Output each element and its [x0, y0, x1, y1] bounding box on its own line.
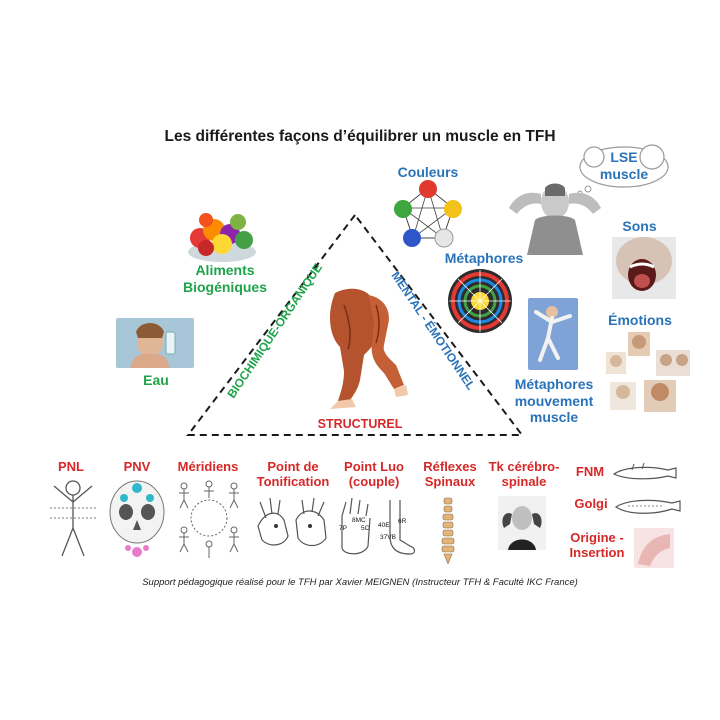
tk-line2: spinale	[501, 474, 547, 490]
emotion-faces-icon	[606, 332, 690, 412]
foot-point-6r: 6R	[398, 518, 407, 525]
origine-line2: Insertion	[569, 545, 625, 561]
fruit-bowl-icon	[188, 213, 256, 262]
lse-line2: muscle	[599, 165, 649, 182]
woman-head-hands-icon	[509, 183, 601, 255]
person-head-hands-icon	[498, 496, 546, 550]
reflexes-line1: Réflexes	[423, 459, 477, 474]
sons-label: Sons	[622, 218, 657, 234]
foot-point-5c: 5C	[361, 525, 370, 532]
tonification-label: Point de Tonification	[246, 459, 340, 490]
foot-hand-icon	[341, 497, 416, 555]
open-mouth-icon	[612, 237, 676, 299]
hands-icon	[257, 497, 327, 547]
tonif-line1: Point de	[267, 459, 319, 474]
page-title: Les différentes façons d’équilibrer un m…	[164, 128, 556, 145]
emotions-label: Émotions	[608, 312, 672, 328]
tk-line1: Tk cérébro-	[488, 459, 560, 474]
reflexes-line2: Spinaux	[424, 474, 476, 490]
tonif-line2: Tonification	[256, 474, 330, 490]
luo-label: Point Luo (couple)	[334, 459, 414, 490]
arm-icon	[612, 462, 677, 480]
body-figure-icon	[50, 480, 96, 557]
meridian-figures-icon	[179, 480, 239, 558]
eau-label: Eau	[143, 372, 169, 388]
leg-muscles-icon	[329, 288, 408, 409]
thought-cloud-icon	[577, 144, 669, 195]
foot-point-7p: 7P	[339, 525, 347, 532]
caption: Support pédagogique réalisé pour le TFH …	[142, 577, 578, 588]
origine-label: Origine - Insertion	[562, 530, 632, 561]
golgi-arm-icon	[614, 499, 681, 514]
aliments-line2: Biogéniques	[182, 278, 267, 295]
tk-label: Tk cérébro- spinale	[476, 459, 572, 490]
luo-line1: Point Luo	[344, 459, 404, 474]
pnv-label: PNV	[123, 459, 151, 474]
reflexes-label: Réflexes Spinaux	[410, 459, 490, 490]
meta-mvt-line1: Métaphores	[514, 376, 594, 392]
aliments-label: Aliments Biogéniques	[170, 262, 280, 295]
mandala-wheel-icon	[448, 269, 512, 333]
foot-point-40e: 40E	[378, 522, 390, 529]
luo-line2: (couple)	[348, 474, 400, 490]
aliments-line1: Aliments	[195, 262, 255, 278]
meta-mvt-line3: muscle	[529, 409, 579, 426]
triangle-diagram: BIOCHIMIQUE-ORGANIQUE MENTAL - ÉMOTIONNE…	[185, 213, 525, 436]
spine-icon	[441, 497, 455, 564]
meridiens-label: Méridiens	[177, 459, 239, 474]
base-label: STRUCTUREL	[317, 417, 403, 431]
dancer-icon	[528, 298, 578, 370]
lse-line1: LSE	[610, 149, 638, 165]
meta-mvt-line2: mouvement	[514, 392, 594, 409]
woman-drinking-icon	[116, 318, 194, 368]
skull-icon	[109, 480, 165, 557]
meta-mvt-label: Métaphores mouvement muscle	[502, 376, 606, 426]
fnm-label: FNM	[575, 464, 605, 479]
foot-point-37vb: 37VB	[380, 534, 396, 541]
dashed-triangle	[185, 213, 525, 436]
metaphores-label: Métaphores	[444, 250, 524, 266]
foot-point-8mc: 8MC	[352, 517, 366, 524]
golgi-label: Golgi	[574, 496, 608, 511]
shoulder-icon	[634, 528, 674, 568]
lse-label: LSE muscle	[586, 149, 662, 182]
origine-line1: Origine -	[570, 530, 624, 545]
pnl-label: PNL	[58, 459, 84, 474]
couleurs-label: Couleurs	[397, 164, 459, 180]
five-elements-icon	[394, 180, 462, 248]
